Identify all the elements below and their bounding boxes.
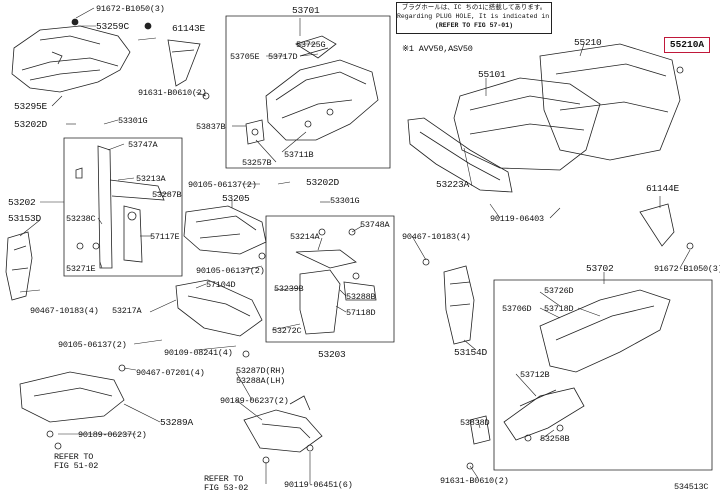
part-label[interactable]: 90105-06137(2) [188,180,257,190]
part-label[interactable]: 53725G [296,40,326,50]
part-label[interactable]: 53153D [8,213,42,224]
part-label[interactable]: 53259C [96,21,130,32]
part-label[interactable]: 53272C [272,326,302,336]
part-label[interactable]: 53301G [330,196,360,206]
bracket-53154d-drawing [443,265,475,345]
part-label[interactable]: 53217A [112,306,142,316]
cover-53289a-drawing [19,371,125,423]
part-label[interactable]: 90119-06403 [490,214,544,224]
part-label[interactable]: 53748A [360,220,390,230]
part-label[interactable]: 57118D [346,308,376,318]
part-label[interactable]: 53271E [66,264,96,274]
part-label[interactable]: 90109-08241(4) [164,348,233,358]
part-label[interactable]: 53838D [460,418,490,428]
bracket-61144e-drawing [639,203,675,247]
part-label[interactable]: 90119-06451(6) [284,480,353,490]
part-label[interactable]: 53726D [544,286,574,296]
part-label[interactable]: 53239B [274,284,304,294]
part-label[interactable]: 53295E [14,101,48,112]
part-label[interactable]: 53214A [290,232,320,242]
part-label[interactable]: 53288B [346,292,376,302]
part-label[interactable]: 53705E [230,52,260,62]
figure-code: 534513C [674,482,709,492]
part-label[interactable]: 61144E [646,183,680,194]
model-note: ※1 AVV50,ASV50 [402,44,473,54]
part-label[interactable]: 53257B [242,158,272,168]
part-label[interactable]: 53711B [284,150,314,160]
refer-fig-51-line2[interactable]: FIG 51-02 [54,461,99,471]
part-label[interactable]: 55101 [478,69,506,80]
header-note-line2: Regarding PLUG HOLE, It is indicated in … [397,13,551,20]
part-label[interactable]: 53223A [436,179,470,190]
part-label[interactable]: 53712B [520,370,550,380]
part-label[interactable]: 53258B [540,434,570,444]
part-label[interactable]: 57104D [206,280,236,290]
part-label[interactable]: 53289A [160,417,194,428]
part-label[interactable]: 53288A(LH) [236,376,286,386]
highlighted-part-55210a[interactable]: 55210A [664,37,710,53]
support-57104d-drawing [175,279,263,337]
brace-53202-drawing [97,145,113,269]
refer-fig-51-line1[interactable]: REFER TO [54,452,94,462]
engine-undercover-drawing [11,25,131,93]
header-note-line3: (REFER TO FIG 57-01) [434,22,513,29]
part-label[interactable]: 53213A [136,174,166,184]
part-label[interactable]: 53837B [196,122,226,132]
part-label[interactable]: 53202D [14,119,48,130]
part-label[interactable]: 53701 [292,5,320,16]
refer-fig-53-line1[interactable]: REFER TO [204,474,244,484]
bracket-61143e-drawing [167,39,201,87]
part-label[interactable]: 53287D(RH) [236,366,286,376]
part-label[interactable]: 90105-06137(2) [58,340,127,350]
part-label[interactable]: 57117E [150,232,180,242]
refer-fig-53-line2[interactable]: FIG 53-02 [204,483,249,493]
part-label[interactable]: 53718D [544,304,574,314]
part-label[interactable]: 53301G [118,116,148,126]
part-label[interactable]: 90189-06237(2) [78,430,147,440]
part-label[interactable]: 90105-06137(2) [196,266,265,276]
part-label[interactable]: 91631-B0610(2) [138,88,207,98]
header-note-line1: ブラグホールは、IC ちの1に搭載してあります。 [401,4,547,11]
part-label[interactable]: 53287B [152,190,182,200]
silencer-53223a-drawing [407,117,513,193]
apron-53701-drawing [265,59,379,141]
apron-53702-drawing [539,289,671,373]
brace-53287d-drawing [243,409,323,453]
part-label[interactable]: 53202 [8,197,36,208]
part-label[interactable]: 90467-10183(4) [30,306,99,316]
part-label[interactable]: 53717D [268,52,298,62]
part-label[interactable]: 53238C [66,214,96,224]
support-53205-drawing [183,205,267,255]
part-label[interactable]: 53702 [586,263,614,274]
part-label[interactable]: 55210 [574,37,602,48]
part-label[interactable]: 91631-B0610(2) [440,476,509,486]
part-label[interactable]: 90467-10183(4) [402,232,471,242]
part-label[interactable]: 53202D [306,177,340,188]
dash-panel-55210-drawing [539,43,681,161]
part-label[interactable]: 53203 [318,349,346,360]
part-label[interactable]: 61143E [172,23,206,34]
brace-53203-drawing [299,269,341,335]
part-label[interactable]: 91672-B1050(3) [654,264,720,274]
dash-panel-55101-drawing [453,77,601,171]
part-label[interactable]: 91672-B1050(3) [96,4,165,14]
part-label[interactable]: 53205 [222,193,250,204]
part-label[interactable]: 53154D [454,347,488,358]
bracket-53153d-drawing [5,231,33,301]
part-label[interactable]: 53706D [502,304,532,314]
part-label[interactable]: 90467-07201(4) [136,368,205,378]
part-label[interactable]: 53747A [128,140,158,150]
header-note-box: ブラグホールは、IC ちの1に搭載してあります。 Regarding PLUG … [396,2,552,34]
part-label[interactable]: 90189-06237(2) [220,396,289,406]
